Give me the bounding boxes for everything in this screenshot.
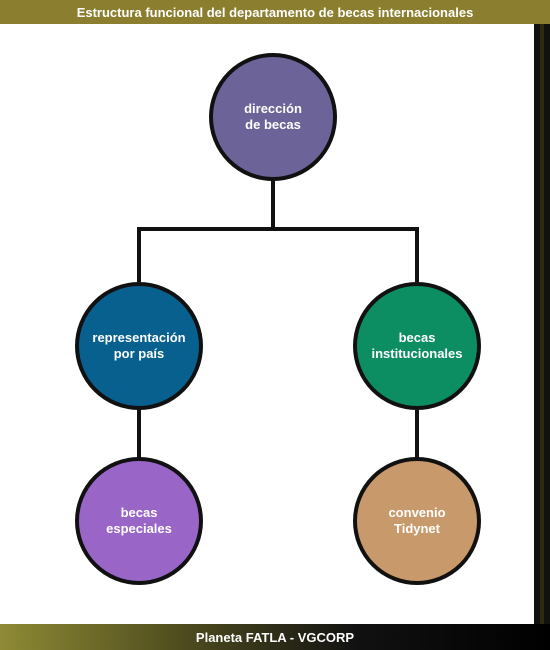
node-direccion-line1: dirección [244,101,302,116]
node-direccion-label: dirección de becas [203,101,343,133]
node-especiales-line2: especiales [106,521,172,536]
node-institucionales-line1: becas [398,330,436,345]
node-representacion-line2: por país [113,346,165,361]
node-institucionales-circle [353,282,481,410]
node-institucionales-line2: institucionales [371,346,463,361]
node-especiales-line1: becas [120,505,158,520]
node-tidynet-circle [353,457,481,585]
node-institucionales-label: becas institucionales [347,330,487,362]
node-representacion-circle [75,282,203,410]
node-tidynet-line1: convenio [388,505,446,520]
node-representacion-line1: representación [92,330,186,345]
node-tidynet-line2: Tidynet [394,521,440,536]
node-direccion-line2: de becas [245,117,301,132]
page-title: Estructura funcional del departamento de… [0,0,550,24]
right-border [534,24,550,624]
node-especiales-circle [75,457,203,585]
node-representacion-label: representación por país [69,330,209,362]
footer-text: Planeta FATLA - VGCORP [0,624,550,650]
node-direccion-circle [209,53,337,181]
node-especiales-label: becas especiales [69,505,209,537]
node-tidynet-label: convenio Tidynet [347,505,487,537]
